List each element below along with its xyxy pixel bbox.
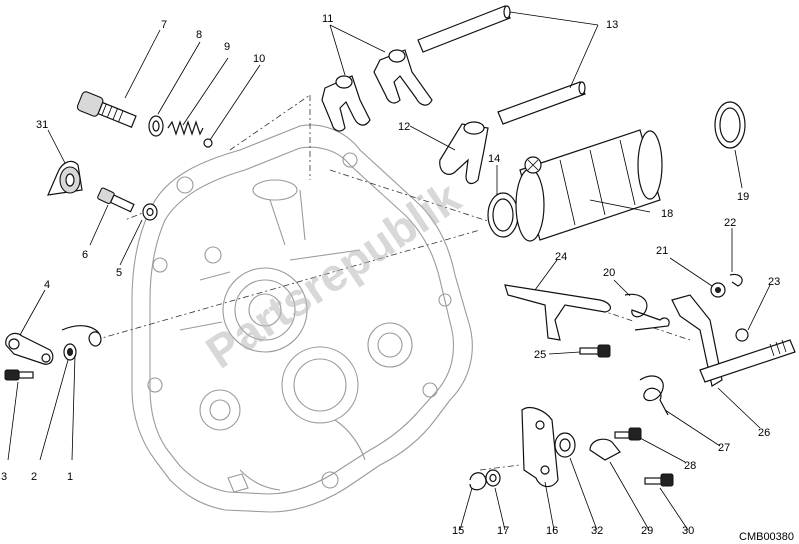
- label-7: 7: [161, 19, 167, 31]
- spring-1: [61, 325, 102, 347]
- label-11: 11: [322, 13, 333, 25]
- diagram-code: CMB00380: [739, 531, 794, 543]
- clip-22: [729, 273, 743, 287]
- label-15: 15: [452, 525, 464, 537]
- label-6: 6: [82, 249, 88, 261]
- label-13: 13: [606, 19, 618, 31]
- label-12: 12: [398, 121, 410, 133]
- crankcase-half: [131, 124, 473, 513]
- label-20: 20: [603, 267, 615, 279]
- watermark: Partsrepublik: [197, 171, 470, 379]
- bolt-3: [4, 369, 34, 381]
- label-30: 30: [682, 525, 694, 537]
- label-4: 4: [44, 279, 50, 291]
- forks-11: [321, 49, 433, 132]
- bolt-30: [644, 473, 674, 487]
- label-16: 16: [546, 525, 558, 537]
- label-32: 32: [591, 525, 603, 537]
- label-24: 24: [555, 251, 567, 263]
- rods-13: [417, 5, 586, 125]
- label-5: 5: [116, 267, 122, 279]
- label-18: 18: [661, 208, 673, 220]
- label-10: 10: [253, 53, 265, 65]
- label-31: 31: [36, 119, 48, 131]
- bracket-16: [521, 407, 559, 488]
- bolt-25: [579, 344, 611, 358]
- pin-6: [97, 187, 135, 213]
- fork-12: [439, 121, 489, 185]
- spring-9: [167, 120, 204, 136]
- label-3: 3: [1, 471, 7, 483]
- label-29: 29: [641, 525, 653, 537]
- label-22: 22: [724, 217, 736, 229]
- label-28: 28: [684, 460, 696, 472]
- label-1: 1: [67, 471, 73, 483]
- label-17: 17: [497, 525, 509, 537]
- label-23: 23: [768, 276, 780, 288]
- lever-29: [589, 438, 621, 461]
- clip-15: [469, 472, 487, 491]
- label-9: 9: [224, 41, 230, 53]
- shaft-26: [671, 294, 796, 387]
- ball-10: [203, 138, 213, 148]
- arm-4: [5, 332, 54, 365]
- bolt-7: [76, 91, 137, 128]
- label-25: 25: [534, 349, 546, 361]
- label-26: 26: [758, 427, 770, 439]
- label-14: 14: [488, 153, 500, 165]
- spring-27: [639, 375, 669, 416]
- label-2: 2: [31, 471, 37, 483]
- bolt-28: [614, 427, 642, 441]
- plate-24: [504, 284, 612, 341]
- drum-18: [515, 129, 663, 242]
- label-27: 27: [718, 442, 730, 454]
- spring-20: [624, 293, 670, 331]
- label-19: 19: [737, 191, 749, 203]
- label-8: 8: [196, 29, 202, 41]
- label-21: 21: [656, 245, 668, 257]
- lever-31: [47, 160, 83, 196]
- nut-23: [735, 328, 749, 342]
- leader-lines: [7, 11, 771, 531]
- callout-labels: 1 2 3 4 5 6 7 8 9 10 11 12 13 14 15 16 1…: [1, 13, 780, 537]
